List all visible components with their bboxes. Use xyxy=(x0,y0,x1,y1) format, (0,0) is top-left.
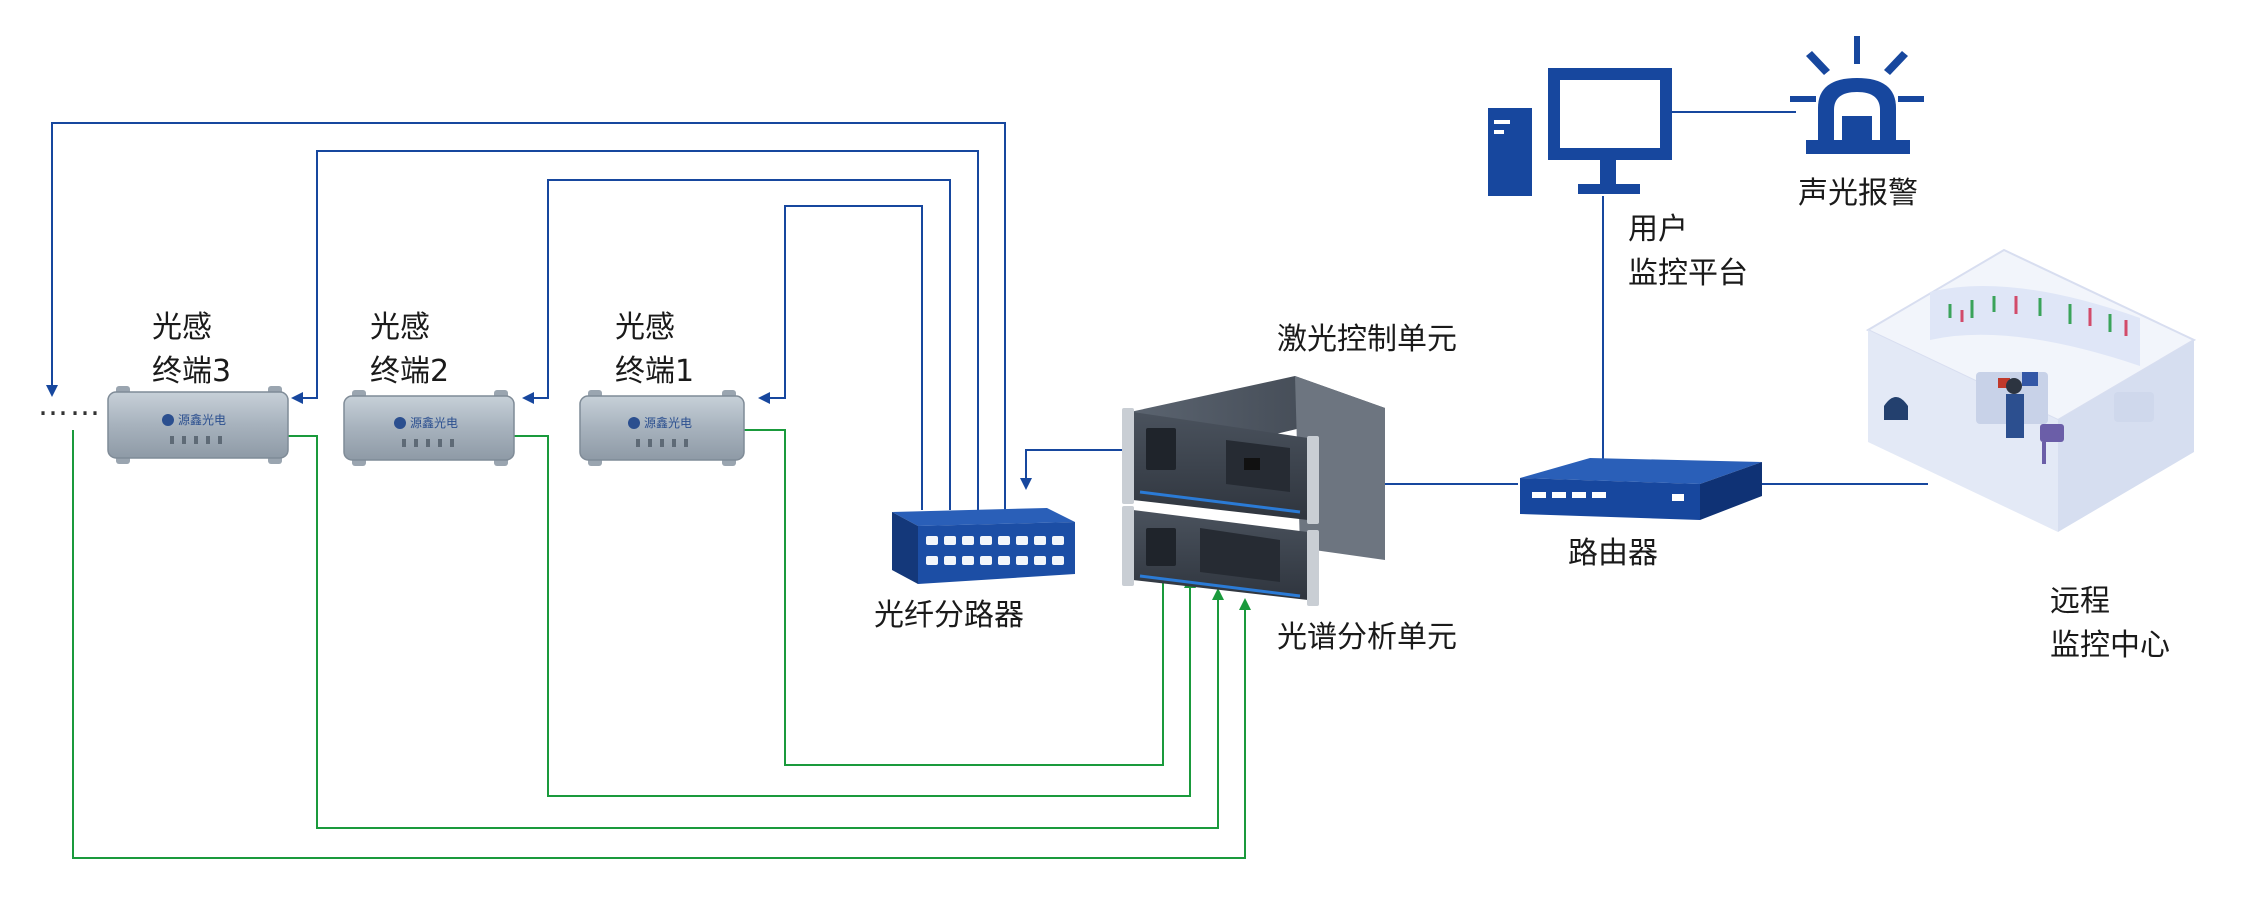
alarm-label: 声光报警 xyxy=(1798,176,1918,211)
terminal-2-label: 光感 终端2 xyxy=(370,306,449,394)
laser-to-splitter-line xyxy=(1020,449,1123,490)
return-line-terminal-1 xyxy=(738,429,1169,766)
sensing-terminal-2: 源鑫光电 xyxy=(343,390,515,466)
return-line-continuation xyxy=(72,430,1251,859)
fiber-line-continuation xyxy=(46,122,1006,510)
terminal-2-label-line1: 光感 xyxy=(370,310,430,345)
terminal-3-label-line1: 光感 xyxy=(152,310,212,345)
green-return-lines xyxy=(72,429,1251,859)
router-device xyxy=(1520,458,1762,520)
terminal-3-label: 光感 终端3 xyxy=(152,306,231,394)
user-platform-label-line2: 监控平台 xyxy=(1628,256,1748,291)
more-terminals-ellipsis: …… xyxy=(38,388,102,423)
alarm-light-icon xyxy=(1790,36,1924,154)
return-line-terminal-3 xyxy=(275,435,1224,829)
computer-icon xyxy=(1488,68,1672,196)
terminal-1-label-line1: 光感 xyxy=(615,310,675,345)
laser-control-unit-label: 激光控制单元 xyxy=(1277,322,1457,357)
svg-text:源鑫光电: 源鑫光电 xyxy=(178,412,226,427)
remote-center-label: 远程 监控中心 xyxy=(2050,580,2170,668)
user-platform-label-line1: 用户 xyxy=(1628,212,1688,247)
fiber-line-terminal-1 xyxy=(758,205,923,510)
spectrum-analysis-unit-label: 光谱分析单元 xyxy=(1277,620,1457,655)
return-line-terminal-2 xyxy=(505,435,1196,797)
remote-monitoring-center-illustration xyxy=(1865,248,2197,532)
fiber-splitter-label: 光纤分路器 xyxy=(874,598,1024,633)
network-lines xyxy=(1385,111,1928,485)
fiber-line-terminal-2 xyxy=(522,179,951,510)
terminal-1-label: 光感 终端1 xyxy=(615,306,694,394)
sensing-terminal-3: 源鑫光电 xyxy=(107,386,289,464)
blue-fiber-lines xyxy=(46,122,1123,510)
svg-text:源鑫光电: 源鑫光电 xyxy=(410,415,458,430)
fiber-line-terminal-3 xyxy=(291,150,979,510)
terminal-3-label-line2: 终端3 xyxy=(152,354,232,389)
user-platform-label: 用户 监控平台 xyxy=(1628,208,1748,296)
sensing-terminal-1: 源鑫光电 xyxy=(579,390,745,466)
fiber-splitter-device xyxy=(892,508,1075,584)
router-label: 路由器 xyxy=(1568,536,1658,571)
rack-device xyxy=(1122,376,1385,606)
terminal-2-label-line2: 终端2 xyxy=(370,354,450,389)
svg-text:源鑫光电: 源鑫光电 xyxy=(644,415,692,430)
remote-center-label-line2: 监控中心 xyxy=(2050,628,2170,663)
terminal-1-label-line2: 终端1 xyxy=(615,354,695,389)
remote-center-label-line1: 远程 xyxy=(2050,584,2110,619)
